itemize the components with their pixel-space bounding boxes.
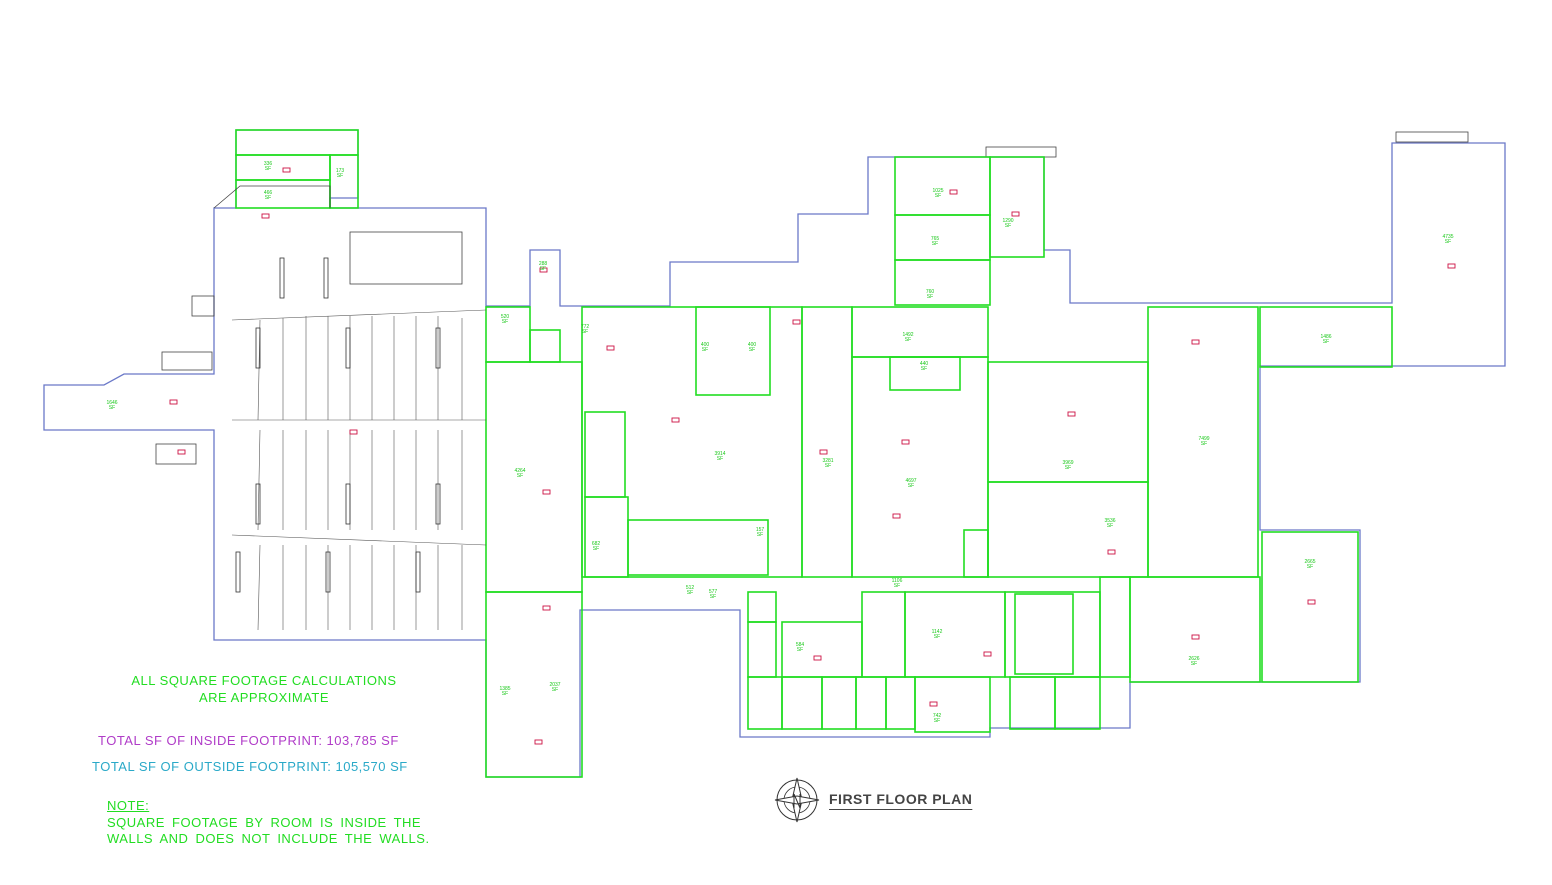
note-heading: NOTE:: [107, 798, 150, 813]
room-area-label: 765: [931, 236, 940, 242]
room-area-unit: SF: [265, 166, 271, 172]
room-area-label: 2626: [1188, 656, 1199, 662]
room-area-label: 577: [709, 589, 718, 595]
note-body: SQUARE FOOTAGE BY ROOM IS INSIDE THE WAL…: [107, 815, 430, 847]
room-tags: [169, 167, 1456, 745]
note-line-2: WALLS AND DOES NOT INCLUDE THE WALLS.: [107, 831, 430, 846]
room-area-unit: SF: [593, 546, 599, 552]
room-area-unit: SF: [757, 532, 763, 538]
room-area-label: 466: [264, 190, 273, 196]
room-area-unit: SF: [825, 463, 831, 469]
room-area-unit: SF: [921, 366, 927, 372]
room-area-label: 1290: [1002, 218, 1013, 224]
room-area-label: 682: [592, 541, 601, 547]
room-area-label: 3969: [1062, 460, 1073, 466]
room-area-label: 173: [336, 168, 345, 174]
room-area-label: 7499: [1198, 436, 1209, 442]
room-area-label: 584: [796, 642, 805, 648]
room-area-unit: SF: [797, 647, 803, 653]
approx-line-1: ALL SQUARE FOOTAGE CALCULATIONS: [131, 673, 397, 688]
room-area-unit: SF: [934, 634, 940, 640]
outside-footprint-total: TOTAL SF OF OUTSIDE FOOTPRINT: 105,570 S…: [92, 759, 408, 774]
room-area-unit: SF: [1005, 223, 1011, 229]
room-area-label: 288: [539, 261, 548, 267]
interior-walls: [235, 129, 1393, 778]
room-area-unit: SF: [935, 193, 941, 199]
room-area-label: 1385: [499, 686, 510, 692]
room-area-label: 4264: [514, 468, 525, 474]
room-area-label: 3281: [822, 458, 833, 464]
room-area-unit: SF: [582, 329, 588, 335]
room-area-unit: SF: [934, 718, 940, 724]
room-area-label: 400: [748, 342, 757, 348]
room-area-unit: SF: [687, 590, 693, 596]
plan-title: FIRST FLOOR PLAN: [829, 791, 973, 807]
room-area-unit: SF: [337, 173, 343, 179]
room-area-label: 400: [701, 342, 710, 348]
room-area-label: 336: [264, 161, 273, 167]
room-area-unit: SF: [1445, 239, 1451, 245]
auditorium-seating: [213, 185, 487, 631]
room-area-label: 157: [756, 527, 765, 533]
room-area-label: 772: [581, 324, 590, 330]
room-area-label: 3536: [1104, 518, 1115, 524]
room-area-label: 742: [933, 713, 942, 719]
room-area-unit: SF: [540, 266, 546, 272]
room-area-label: 2037: [549, 682, 560, 688]
approx-line-2: ARE APPROXIMATE: [198, 690, 330, 705]
room-area-unit: SF: [502, 319, 508, 325]
room-area-unit: SF: [1201, 441, 1207, 447]
room-area-unit: SF: [265, 195, 271, 201]
room-area-unit: SF: [710, 594, 716, 600]
room-area-label: 1492: [902, 332, 913, 338]
room-area-unit: SF: [1307, 564, 1313, 570]
room-area-label: 3914: [714, 451, 725, 457]
room-area-label: 1106: [892, 578, 903, 584]
room-area-unit: SF: [717, 456, 723, 462]
room-area-unit: SF: [908, 483, 914, 489]
room-area-unit: SF: [927, 294, 933, 300]
room-area-label: 1025: [932, 188, 943, 194]
room-area-unit: SF: [932, 241, 938, 247]
room-area-unit: SF: [749, 347, 755, 353]
north-arrow-icon: [774, 777, 820, 823]
room-area-unit: SF: [894, 583, 900, 589]
inside-footprint-total: TOTAL SF OF INSIDE FOOTPRINT: 103,785 SF: [98, 733, 399, 748]
room-area-unit: SF: [552, 687, 558, 693]
room-area-unit: SF: [1191, 661, 1197, 667]
room-area-unit: SF: [517, 473, 523, 479]
room-area-unit: SF: [702, 347, 708, 353]
room-labels: 336SF466SF173SF1646SF4264SF288SF520SF772…: [106, 161, 1453, 724]
room-area-label: 520: [501, 314, 510, 320]
note-line-1: SQUARE FOOTAGE BY ROOM IS INSIDE THE: [107, 815, 422, 830]
room-area-unit: SF: [1323, 339, 1329, 345]
approximate-note: ALL SQUARE FOOTAGE CALCULATIONS ARE APPR…: [104, 672, 424, 706]
room-area-label: 1142: [932, 629, 943, 635]
room-area-unit: SF: [905, 337, 911, 343]
room-area-label: 1486: [1320, 334, 1331, 340]
room-area-unit: SF: [1065, 465, 1071, 471]
room-area-label: 760: [926, 289, 935, 295]
room-area-unit: SF: [1107, 523, 1113, 529]
room-area-label: 440: [920, 361, 929, 367]
room-area-label: 2665: [1304, 559, 1315, 565]
room-area-unit: SF: [502, 691, 508, 697]
room-area-label: 512: [686, 585, 695, 591]
room-area-label: 1646: [106, 400, 117, 406]
room-area-unit: SF: [109, 405, 115, 411]
room-area-label: 4735: [1442, 234, 1453, 240]
room-area-label: 4697: [905, 478, 916, 484]
